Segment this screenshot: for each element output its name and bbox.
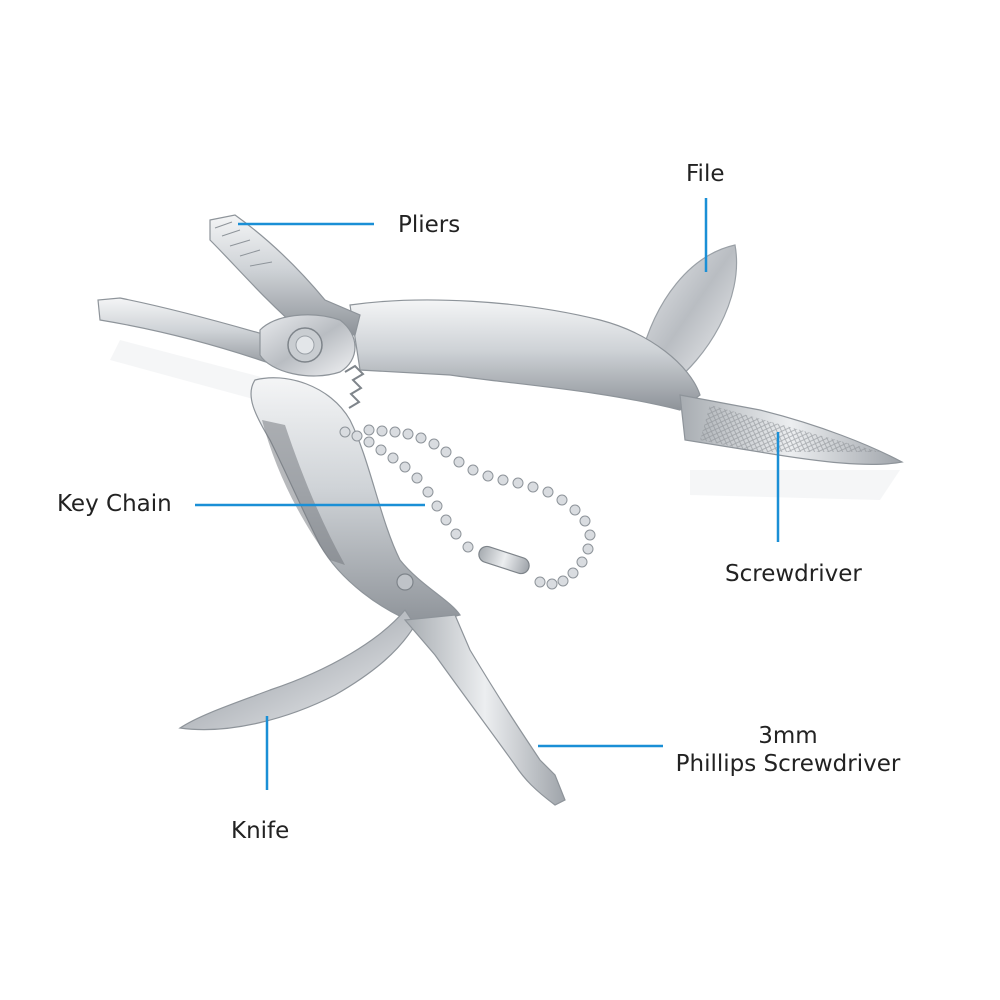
- knife-blade: [178, 608, 416, 731]
- key-chain-connector: [478, 545, 530, 575]
- handle-rivet: [396, 573, 414, 591]
- label-screwdriver: Screwdriver: [725, 561, 862, 587]
- lower-handle: [250, 377, 461, 626]
- label-phillips-name: Phillips Screwdriver: [675, 751, 901, 777]
- leader-lines: [195, 198, 780, 790]
- label-file: File: [686, 161, 725, 187]
- label-key-chain: Key Chain: [57, 491, 172, 517]
- spring: [344, 364, 365, 409]
- phillips-blade: [403, 614, 566, 806]
- label-phillips-screwdriver: 3mm Phillips Screwdriver: [668, 722, 908, 778]
- label-pliers: Pliers: [398, 212, 461, 238]
- pliers-upper-jaw: [209, 214, 361, 336]
- label-phillips-size: 3mm: [758, 723, 818, 749]
- upper-handle: [349, 299, 701, 411]
- label-knife: Knife: [231, 818, 290, 844]
- key-chain: [339, 424, 596, 590]
